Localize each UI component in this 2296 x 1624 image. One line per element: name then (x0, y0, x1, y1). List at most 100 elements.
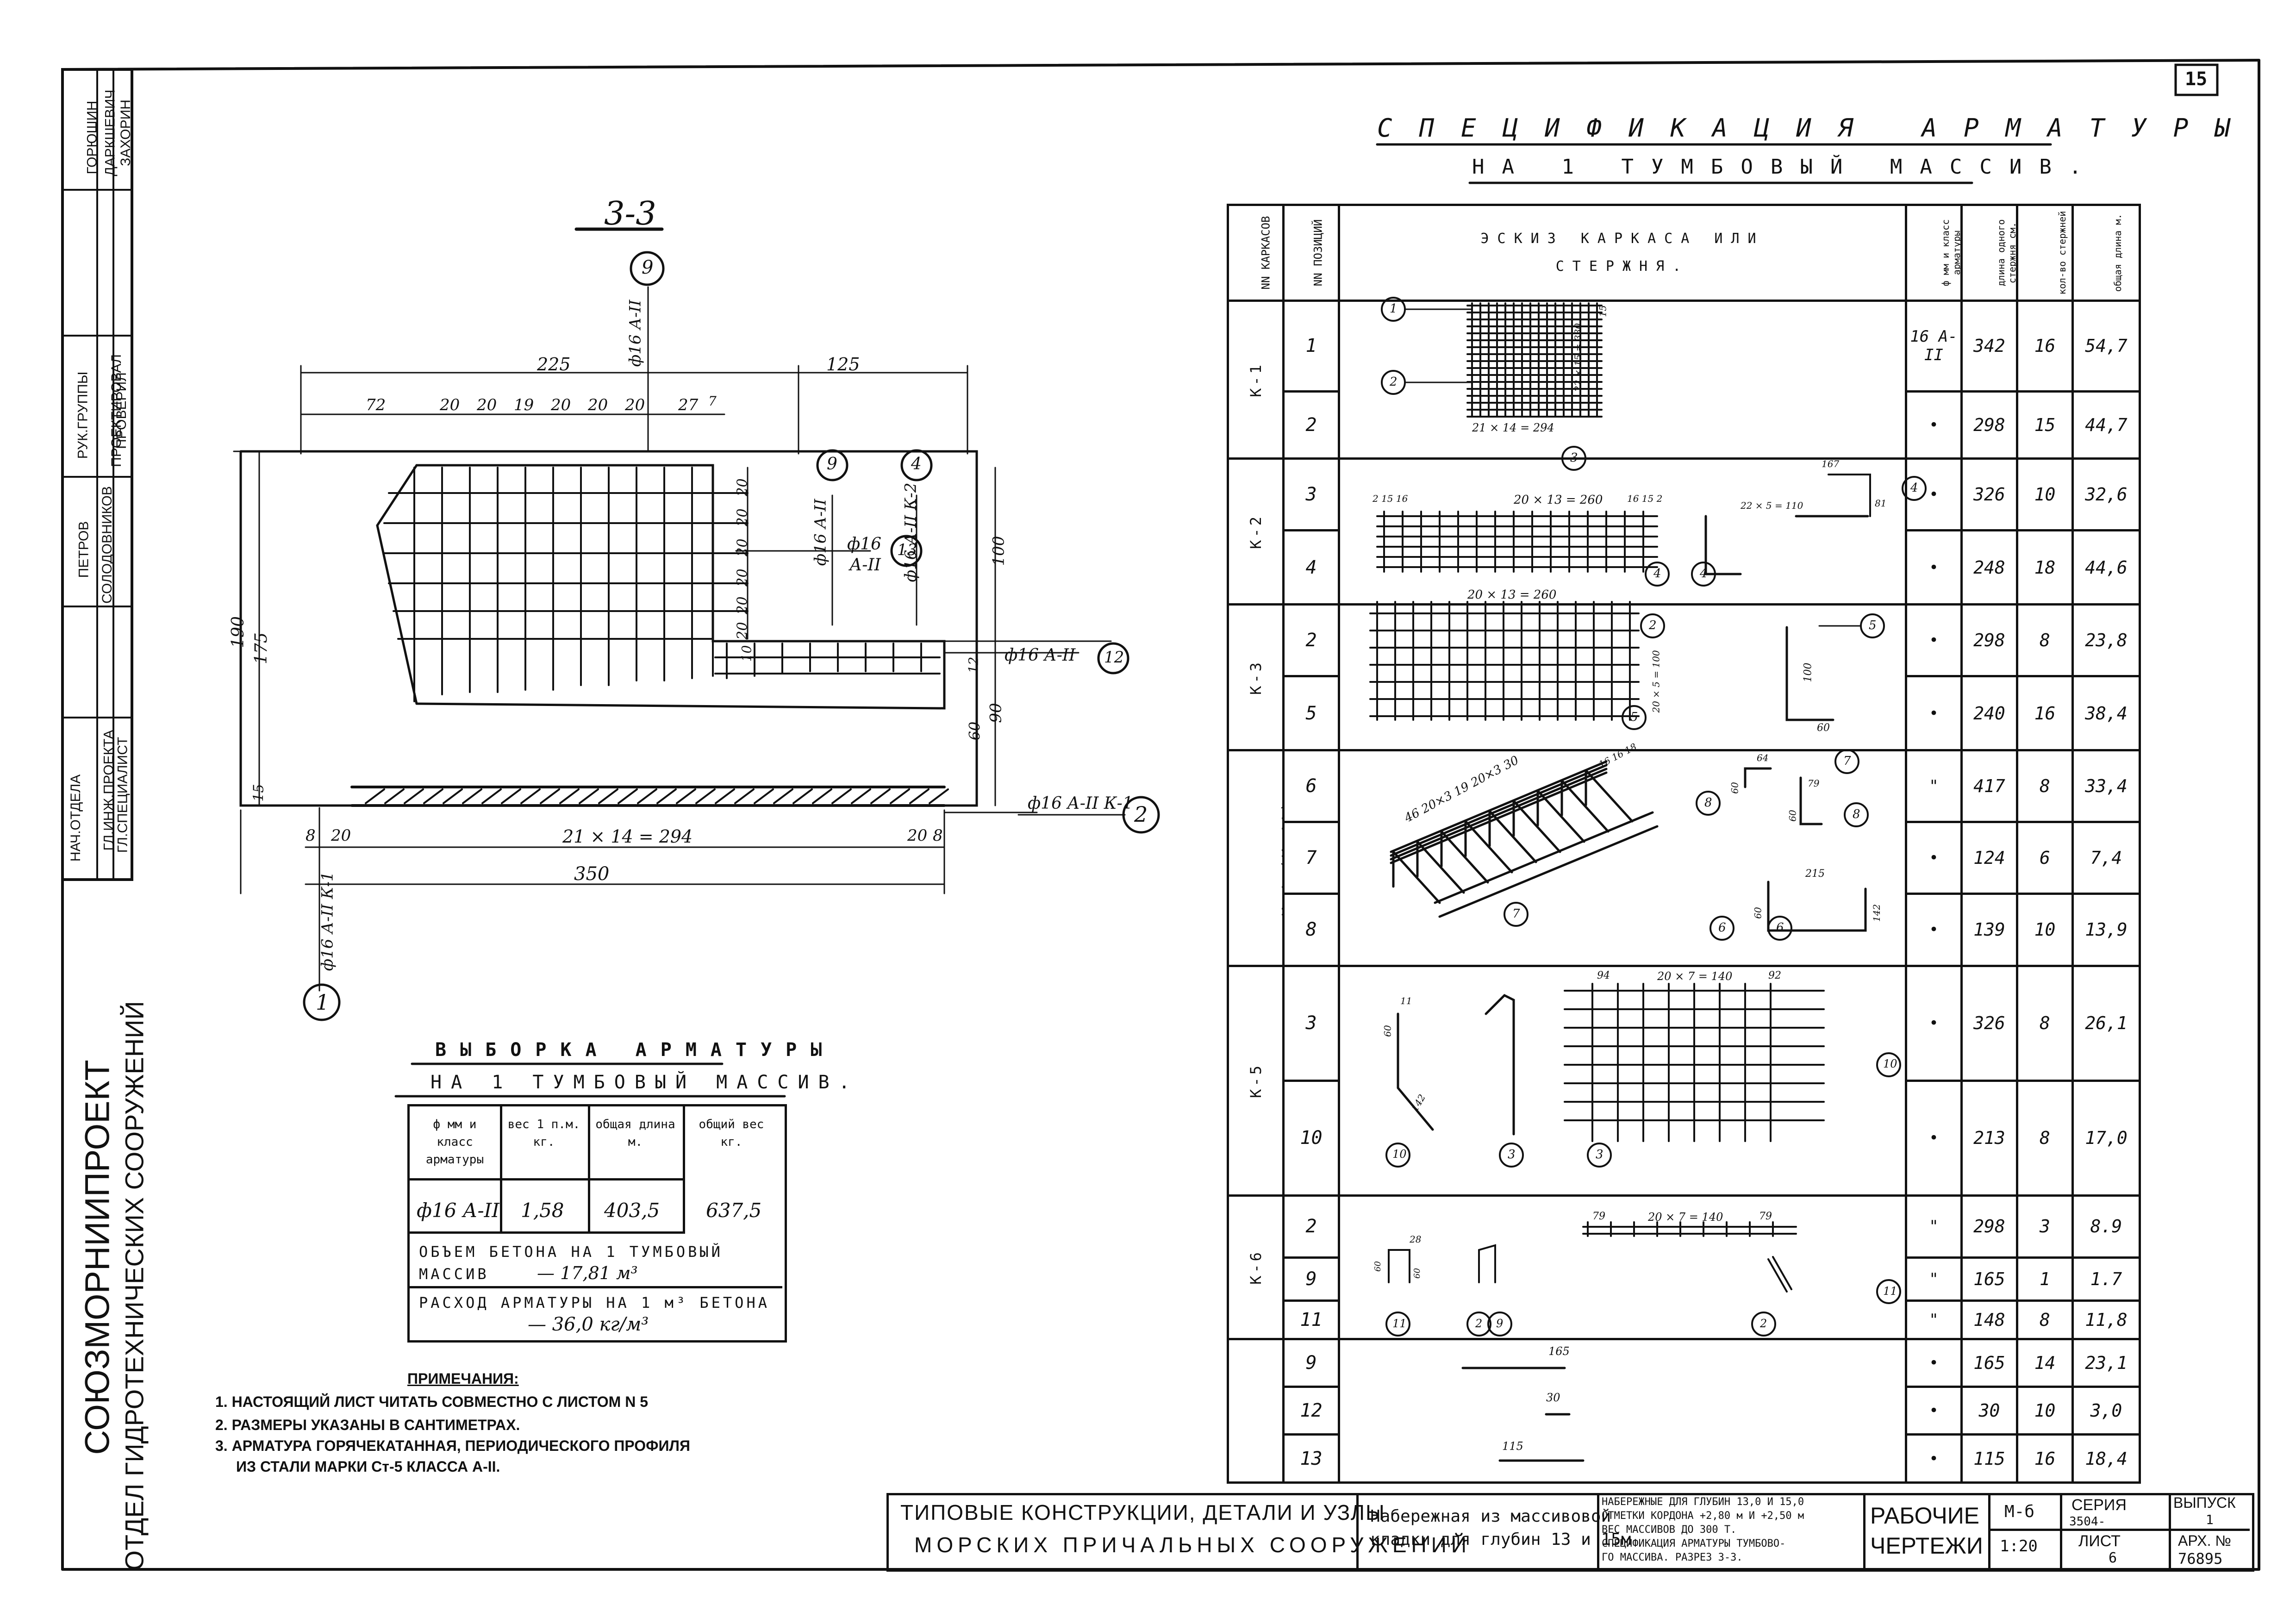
len-cell: 326 (1960, 964, 2018, 1082)
tb-stage-2: ЧЕРТЕЖИ (1870, 1533, 1983, 1559)
total-cell: 13,9 (2071, 893, 2141, 967)
k4-callout-6b: 6 (1776, 921, 1784, 935)
qty-cell: 1 (2016, 1256, 2074, 1302)
len-cell: 124 (1960, 821, 2018, 895)
sketch-line (481, 788, 502, 804)
k5-dim: 20 × 7 = 140 (1657, 970, 1733, 983)
hdr-bar-length: длина одного стержня см. (1960, 204, 2018, 302)
qty-cell: 8 (2016, 964, 2074, 1082)
tb-mark: М-б (2004, 1502, 2035, 1521)
frame-label: К-5 (1227, 964, 1285, 1197)
dim-row-3: 19 (514, 396, 534, 414)
len-cell: 213 (1960, 1079, 2018, 1197)
k6-callout-2b: 2 (1760, 1317, 1767, 1330)
rebar-label-13: ф16 (847, 535, 881, 554)
name-darkshevich: ДАРКШЕВИЧ (102, 89, 118, 176)
k4-b7-top: 64 (1757, 752, 1769, 763)
tb-series-value: 3504- (2069, 1515, 2106, 1529)
k6-b11-side2: 60 (1412, 1268, 1422, 1279)
k1-dim-bottom: 21 × 14 = 294 (1472, 421, 1554, 434)
dim-row-5: 20 (588, 396, 608, 414)
dim-row-8: 7 (708, 394, 717, 409)
qty-cell: 18 (2016, 529, 2074, 606)
tb-sheet-label: ЛИСТ (2078, 1532, 2121, 1550)
dim-right-5: 20 (734, 622, 751, 640)
name-zakhorin: ЗАХОРИН (118, 100, 133, 166)
sketch-cell (1338, 299, 1907, 460)
qty-cell: 10 (2016, 893, 2074, 967)
dim-right-4: 20 (734, 596, 751, 614)
dim-right-60: 60 (966, 721, 984, 741)
sketch-cell (1338, 964, 1907, 1197)
sketch-line (384, 788, 405, 804)
tb-sheet-value: 6 (2109, 1550, 2117, 1566)
sel-concrete-label: ОБЪЕМ БЕТОНА НА 1 ТУМБОВЫЙ МАССИВ (419, 1243, 723, 1283)
position-cell: 5 (1282, 675, 1340, 752)
dia-cell: " (1905, 1194, 1963, 1259)
name-goryushin: ГОРЮШИН (84, 100, 100, 175)
total-cell: 54,7 (2071, 299, 2141, 393)
k6-b11-side: 60 (1373, 1261, 1383, 1272)
dia-cell: • (1905, 529, 1963, 606)
callout-4: 4 (911, 455, 922, 474)
k1-callout-1: 1 (1390, 302, 1398, 316)
dim-125: 125 (826, 354, 860, 375)
total-cell: 38,4 (2071, 675, 2141, 752)
spec-title: СПЕЦИФИКАЦИЯ АРМАТУРЫ (1377, 113, 2257, 143)
note-1: 1. НАСТОЯЩИЙ ЛИСТ ЧИТАТЬ СОВМЕСТНО С ЛИС… (215, 1393, 649, 1410)
k2-left: 2 15 16 (1373, 493, 1408, 504)
sel-consumption-label: РАСХОД АРМАТУРЫ НА 1 м³ БЕТОНА (419, 1294, 770, 1312)
tb-series-title-1: ТИПОВЫЕ КОНСТРУКЦИИ, ДЕТАЛИ И УЗЛЫ (900, 1500, 1385, 1524)
dim-total: 350 (574, 863, 610, 885)
selection-title: ВЫБОРКА АРМАТУРЫ (435, 1039, 836, 1061)
dim-bottom-8b: 8 (933, 826, 943, 845)
k4-callout-8b: 8 (1704, 796, 1712, 810)
dim-row-1: 20 (440, 396, 460, 414)
callout-12: 12 (1104, 648, 1124, 667)
len-cell: 248 (1960, 529, 2018, 606)
total-cell: 18,4 (2071, 1433, 2141, 1484)
total-cell: 23,8 (2071, 603, 2141, 678)
dia-cell: • (1905, 1337, 1963, 1388)
dim-row-2: 20 (477, 396, 497, 414)
len-cell: 115 (1960, 1433, 2018, 1484)
dim-right-100: 100 (989, 536, 1008, 566)
len-cell: 240 (1960, 675, 2018, 752)
len-cell: 342 (1960, 299, 2018, 393)
dia-cell: • (1905, 1079, 1963, 1197)
len-cell: 165 (1960, 1337, 2018, 1388)
total-cell: 1.7 (2071, 1256, 2141, 1302)
name-solodovnikov: СОЛОДОВНИКОВ (99, 486, 115, 604)
note-4: ИЗ СТАЛИ МАРКИ Ст-5 КЛАССА А-II. (236, 1458, 500, 1475)
spec-header-row: NN КАРКАСОВ NN ПОЗИЦИЙ ЭСКИЗ КАРКАСА ИЛИ… (1227, 204, 2141, 302)
tb-stage-1: РАБОЧИЕ (1870, 1503, 1980, 1529)
dim-right-3: 20 (734, 568, 751, 587)
tb-desc-2: ВЕС МАССИВОВ ДО 300 Т. (1602, 1524, 1737, 1536)
hdr-count: кол-во стержней (2016, 204, 2074, 302)
len-cell: 139 (1960, 893, 2018, 967)
tb-object-1: Набережная из массивовой (1370, 1507, 1611, 1526)
position-cell: 8 (1282, 893, 1340, 967)
position-cell: 6 (1282, 749, 1340, 824)
qty-cell: 8 (2016, 1079, 2074, 1197)
k5-callout-3b: 3 (1596, 1148, 1603, 1162)
sel-h-dia: ф мм и класс арматуры (425, 1118, 484, 1167)
position-cell: 13 (1282, 1433, 1340, 1484)
tb-object-2: кладки для глубин 13 и 15м (1370, 1530, 1631, 1549)
position-cell: 11 (1282, 1299, 1340, 1340)
len-cell: 165 (1960, 1256, 2018, 1302)
rebar-label-top: ф16 А-II (626, 300, 645, 367)
dim-left-15: 15 (250, 784, 267, 802)
sketch-cell (1338, 1337, 1907, 1484)
sel-h-length: общая длина м. (595, 1118, 675, 1149)
tb-desc-3: СПЕЦИФИКАЦИЯ АРМАТУРЫ ТУМБОВО- (1602, 1538, 1786, 1549)
sel-r-length: 403,5 (604, 1199, 660, 1222)
sketch-line (501, 788, 521, 804)
dim-row-6: 20 (625, 396, 645, 414)
sep-9-len: 165 (1548, 1345, 1570, 1358)
sketch-line (929, 788, 949, 804)
position-cell: 7 (1282, 821, 1340, 895)
